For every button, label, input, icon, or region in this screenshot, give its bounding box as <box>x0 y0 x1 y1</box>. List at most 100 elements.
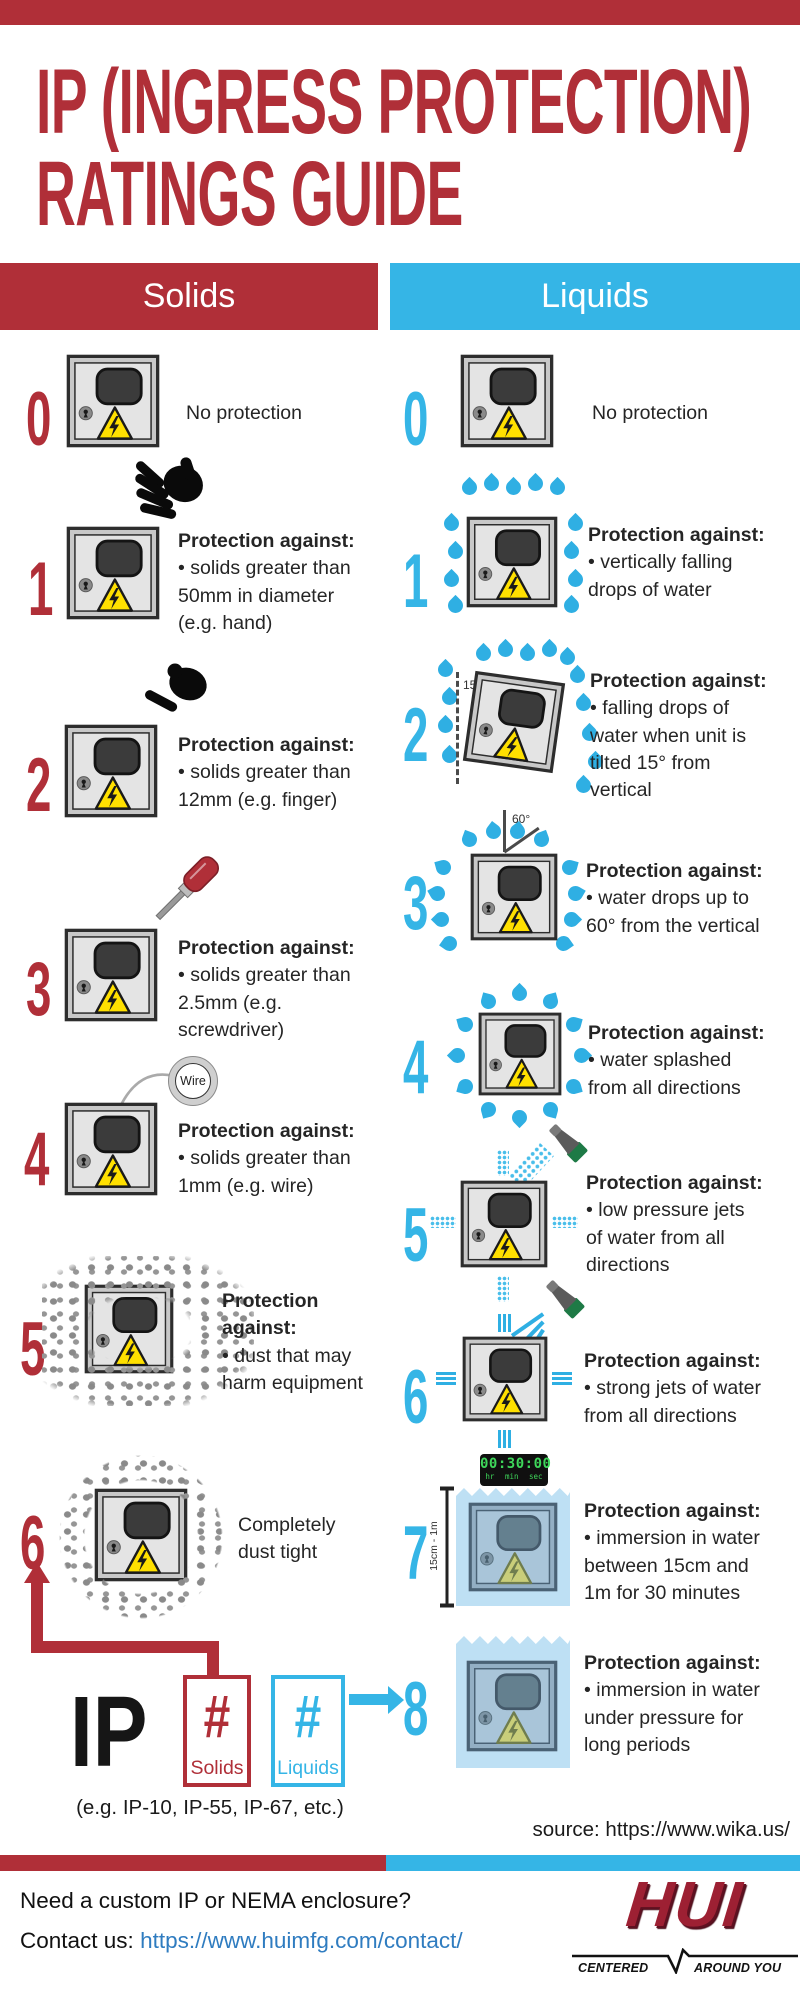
enclosure-icon <box>466 516 558 608</box>
water-drop-icon <box>524 472 547 495</box>
ip-diagram-liquids-label: Liquids <box>277 1757 339 1779</box>
solids-4-body: • solids greater than 1mm (e.g. wire) <box>178 1147 351 1197</box>
liquids-5-body: • low pressure jets of water from all di… <box>586 1199 745 1276</box>
hui-tagline-right: AROUND YOU <box>694 1961 782 1975</box>
water-drop-icon <box>458 476 481 499</box>
water-drop-icon <box>560 540 583 563</box>
enclosure-icon <box>64 1102 158 1196</box>
footer-question: Need a custom IP or NEMA enclosure? <box>20 1888 412 1913</box>
enclosure-icon <box>64 724 158 818</box>
water-drop-icon <box>494 638 517 661</box>
liquids-2-body: • falling drops of water when unit is ti… <box>590 697 747 802</box>
pointing-finger-icon <box>144 658 214 728</box>
timer-value: 00:30:00 <box>480 1456 552 1472</box>
water-drop-icon <box>479 992 498 1011</box>
blue-arrow-bar <box>349 1694 389 1705</box>
liquids-rating-2: 2 <box>403 693 429 778</box>
water-jet-dots-top <box>497 1150 509 1176</box>
timer-icon: 00:30:00 hr min sec <box>480 1454 552 1486</box>
solids-1-text: Protection against: • solids greater tha… <box>178 528 393 637</box>
water-jet-right <box>552 1372 572 1385</box>
water-drop-icon <box>531 829 552 850</box>
water-drop-icon <box>480 472 503 495</box>
top-accent-bar <box>0 0 800 25</box>
solids-0-text: No protection <box>186 400 386 427</box>
liquids-0-text: No protection <box>592 400 782 427</box>
solids-1-heading: Protection against: <box>178 530 355 552</box>
water-drop-icon <box>434 858 453 877</box>
water-drop-icon <box>564 1077 583 1096</box>
red-arrow-stub <box>207 1650 219 1677</box>
solids-rating-3: 3 <box>26 947 52 1032</box>
solids-3-heading: Protection against: <box>178 937 355 959</box>
ip-diagram-solids-hash: # <box>203 1683 231 1750</box>
ip-diagram-ip-text: IP <box>70 1676 148 1788</box>
liquids-4-heading: Protection against: <box>588 1022 765 1044</box>
water-drop-icon <box>456 1015 475 1034</box>
water-drop-icon <box>427 883 448 904</box>
liquids-4-body: • water splashed from all directions <box>588 1049 741 1099</box>
solids-2-heading: Protection against: <box>178 734 355 756</box>
water-drop-icon <box>516 642 539 665</box>
water-jet-dots-left <box>430 1216 456 1228</box>
liquids-3-heading: Protection against: <box>586 860 763 882</box>
solids-2-text: Protection against: • solids greater tha… <box>178 732 403 814</box>
solids-5-text: Protection against: • dust that may harm… <box>222 1288 394 1397</box>
liquids-6-body: • strong jets of water from all directio… <box>584 1377 761 1427</box>
timer-units: hr min sec <box>485 1472 543 1482</box>
liquids-2-text: Protection against: • falling drops of w… <box>590 668 795 804</box>
water-drop-icon <box>560 908 583 931</box>
water-drop-icon <box>564 512 587 535</box>
liquids-rating-0: 0 <box>403 377 429 462</box>
solids-5-body: • dust that may harm equipment <box>222 1344 363 1394</box>
liquids-1-body: • vertically falling drops of water <box>588 551 733 601</box>
footer-divider-blue <box>386 1855 800 1871</box>
page-title-line2: RATINGS GUIDE <box>36 143 463 245</box>
water-drop-icon <box>444 594 467 617</box>
liquids-rating-3: 3 <box>403 861 429 946</box>
water-drop-icon <box>434 658 457 681</box>
hand-icon <box>132 456 210 534</box>
water-jet-dots-right <box>552 1216 578 1228</box>
enclosure-icon <box>64 928 158 1022</box>
water-drop-icon <box>440 512 463 535</box>
water-drop-icon <box>560 858 579 877</box>
water-drop-icon <box>479 1100 498 1119</box>
enclosure-icon <box>66 354 160 448</box>
enclosure-icon <box>470 853 558 941</box>
water-drop-icon <box>564 1015 583 1034</box>
enclosure-icon <box>478 1012 562 1096</box>
liquids-rating-8: 8 <box>403 1667 429 1752</box>
page-title-line1: IP (INGRESS PROTECTION) <box>36 51 752 153</box>
liquids-8-heading: Protection against: <box>584 1652 761 1674</box>
water-drop-icon <box>440 568 463 591</box>
enclosure-icon <box>460 1180 548 1268</box>
solids-5-heading: Protection against: <box>222 1290 319 1340</box>
ip-diagram-solids-label: Solids <box>190 1757 244 1779</box>
solids-0-body: No protection <box>186 402 302 424</box>
solids-6-text: Completely dust tight <box>238 1512 398 1567</box>
contact-link[interactable]: https://www.huimfg.com/contact/ <box>140 1928 463 1953</box>
water-drop-icon <box>508 1106 531 1129</box>
liquids-8-body: • immersion in water under pressure for … <box>584 1679 760 1756</box>
enclosure-icon-tilted <box>462 670 566 774</box>
water-drop-icon <box>482 820 505 843</box>
water-drop-icon <box>430 908 453 931</box>
solids-rating-5: 5 <box>20 1307 46 1392</box>
solids-4-text: Protection against: • solids greater tha… <box>178 1118 403 1200</box>
solids-6-body: Completely dust tight <box>238 1514 336 1564</box>
spray-angle-vertical-line <box>503 810 506 852</box>
water-drop-icon <box>564 568 587 591</box>
solids-3-text: Protection against: • solids greater tha… <box>178 935 393 1044</box>
dust-cloud-icon <box>42 1256 254 1406</box>
ip-diagram-solids-box: # Solids <box>183 1675 251 1787</box>
liquids-7-heading: Protection against: <box>584 1500 761 1522</box>
liquids-1-text: Protection against: • vertically falling… <box>588 522 793 604</box>
water-drop-icon <box>560 594 583 617</box>
ip-diagram-liquids-box: # Liquids <box>271 1675 345 1787</box>
water-drop-icon <box>566 664 589 687</box>
water-drop-icon <box>434 714 457 737</box>
wire-icon: Wire <box>168 1056 218 1106</box>
liquids-5-heading: Protection against: <box>586 1172 763 1194</box>
